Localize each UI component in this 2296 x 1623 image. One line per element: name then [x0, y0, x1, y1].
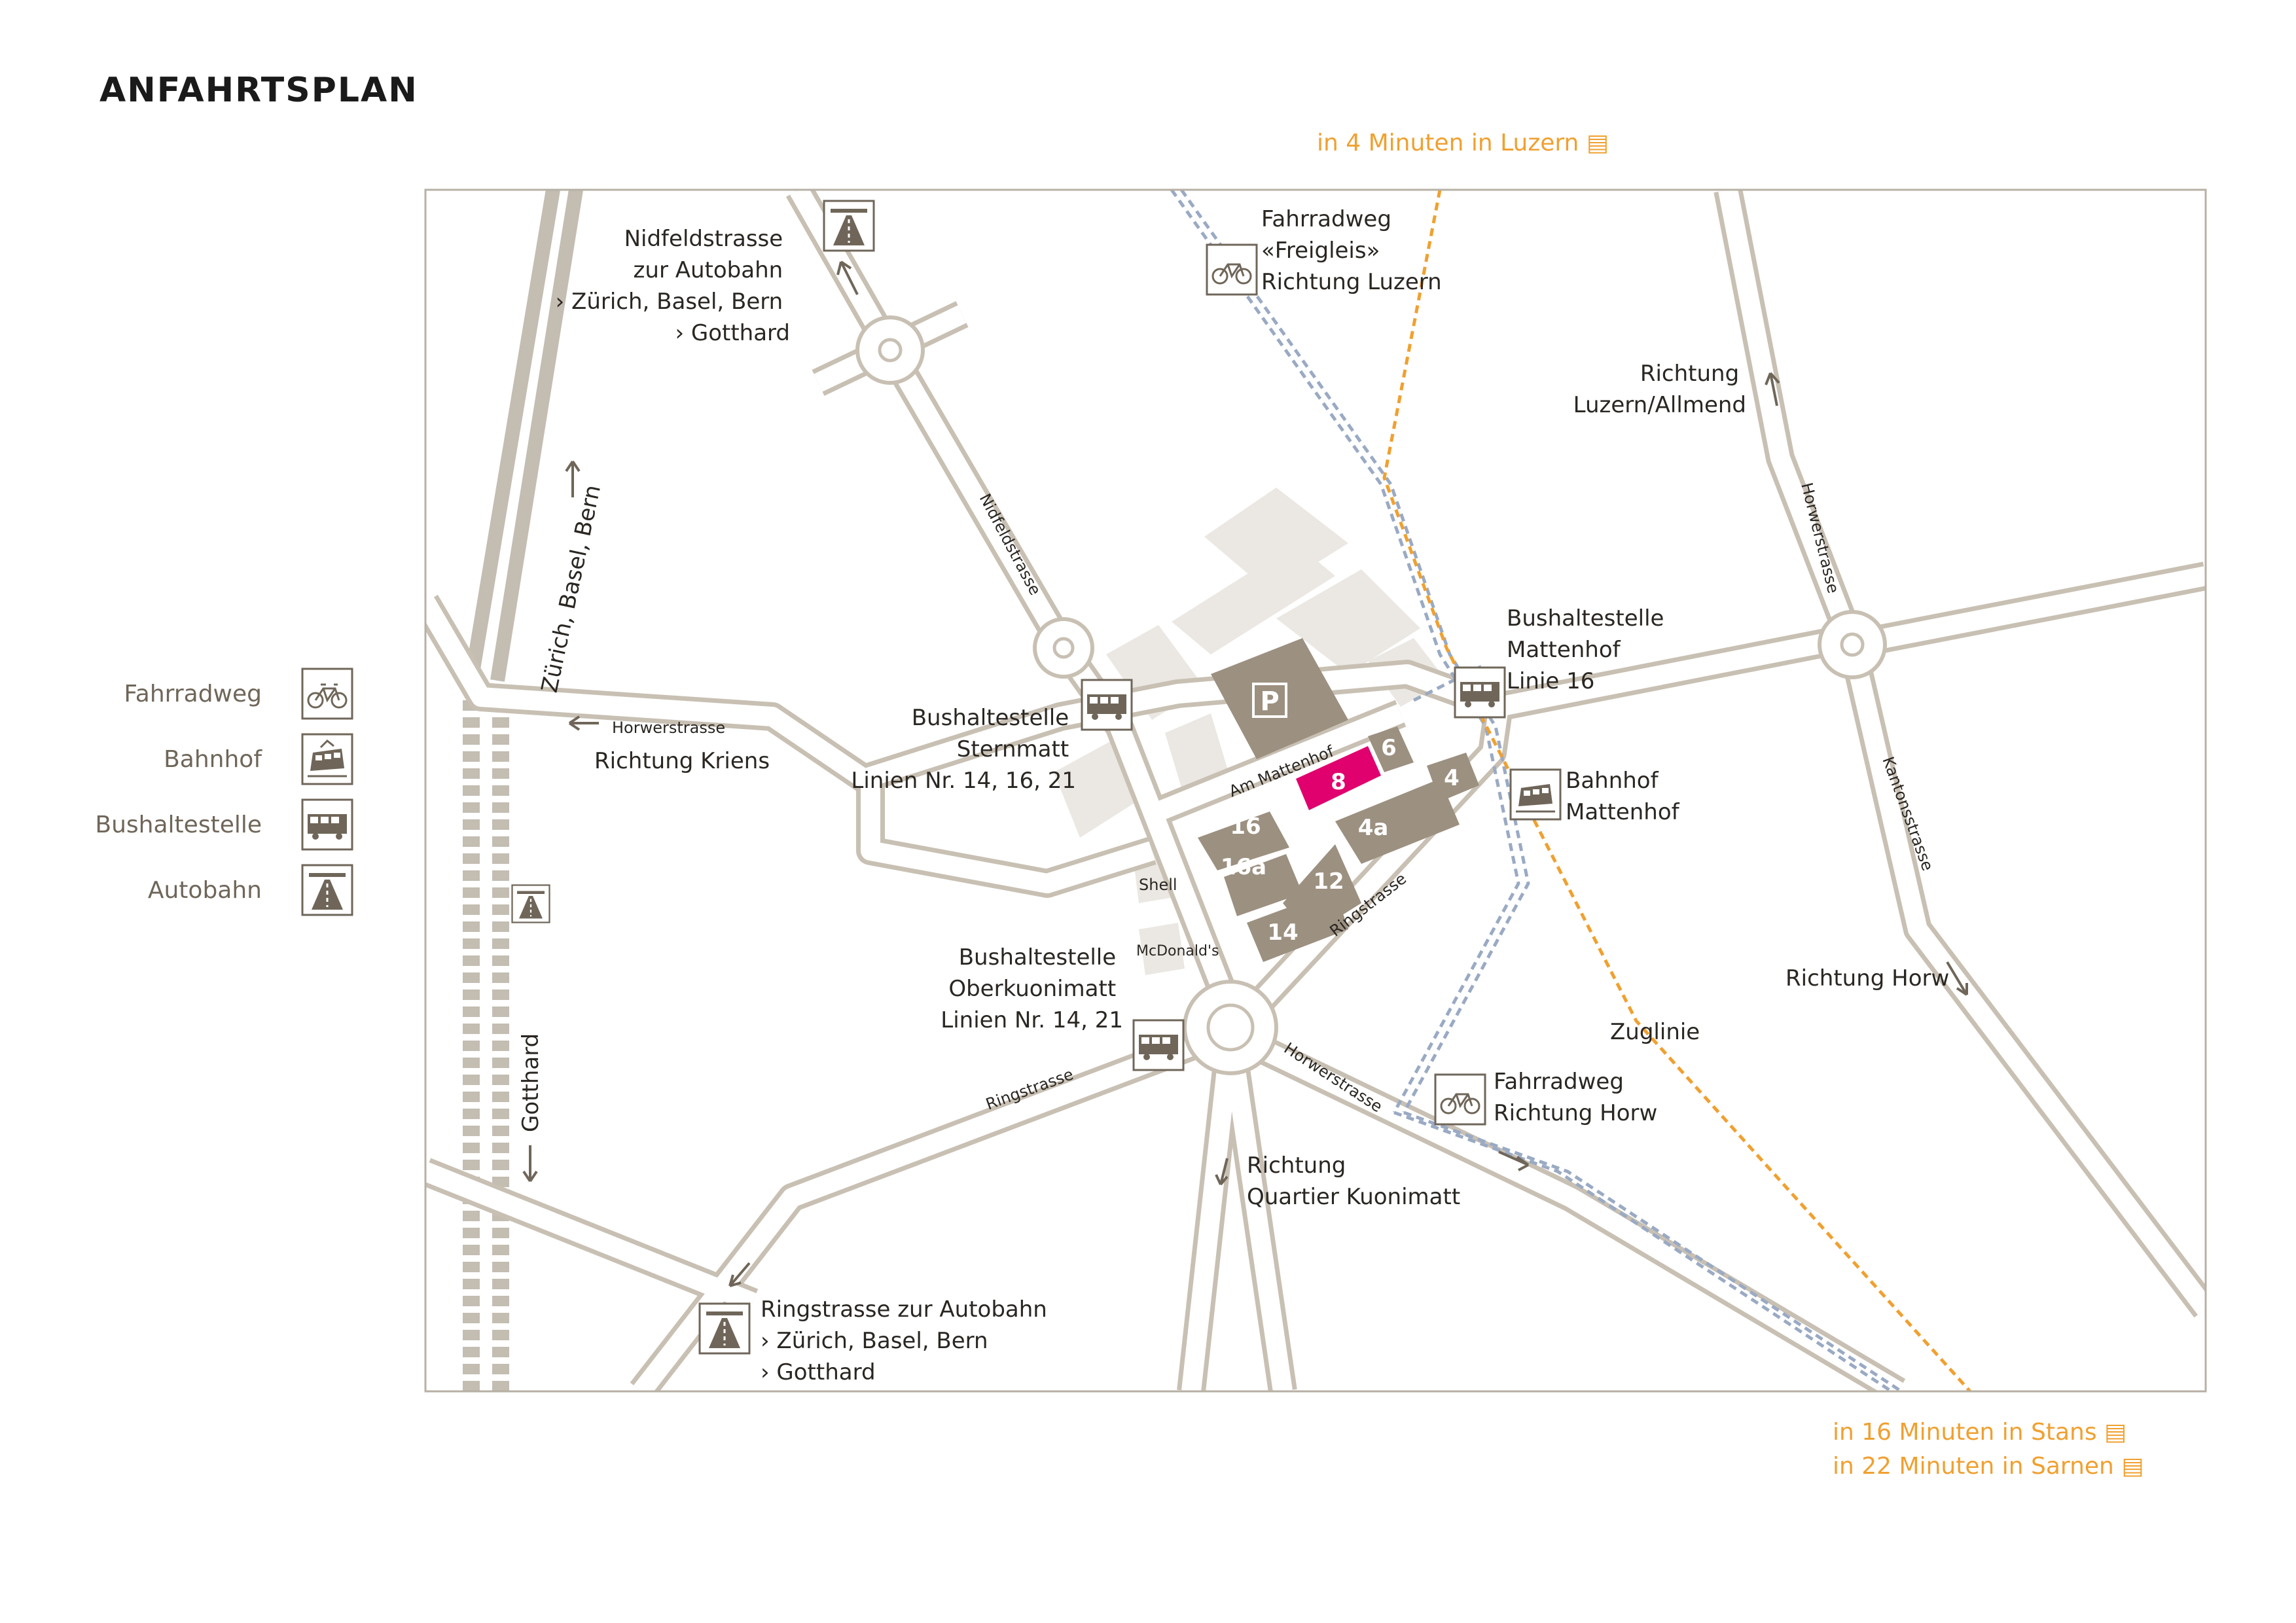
train-icon: [1509, 768, 1562, 821]
label-bus-oberkuonimatt: Bushaltestelle Oberkuonimatt Linien Nr. …: [941, 944, 1123, 1033]
bicycle-icon: [1206, 243, 1258, 296]
travel-time-sarnen-text: in 22 Minuten in Sarnen: [1833, 1453, 2114, 1480]
building-number: 16a: [1221, 854, 1266, 880]
bus-icon: [1454, 666, 1506, 719]
building-number: 16: [1230, 813, 1261, 840]
arrow-icon: [1215, 1158, 1229, 1186]
building-number: 12: [1313, 868, 1344, 895]
bus-icon: [1081, 679, 1133, 731]
travel-time-luzern: in 4 Minuten in Luzern ▤: [1317, 130, 1609, 156]
label-mcdonalds: McDonald's: [1136, 943, 1219, 959]
arrow-icon: [1946, 961, 1968, 996]
arrow-icon: [522, 1145, 538, 1183]
train-small-icon: ▤: [2121, 1453, 2144, 1480]
motorway-icon: [511, 884, 550, 923]
arrow-icon: [728, 1262, 751, 1287]
direction-arrows: [522, 260, 1968, 1287]
label-shell: Shell: [1139, 876, 1177, 894]
train-small-icon: ▤: [2104, 1419, 2127, 1446]
label-luzern-allmend: Richtung Luzern/Allmend: [1573, 361, 1746, 418]
motorway-icon: [301, 864, 353, 916]
label-quartier-kuonimatt: Richtung Quartier Kuonimatt: [1247, 1152, 1460, 1210]
legend-item-autobahn: Autobahn: [65, 864, 353, 919]
arrow-icon: [568, 715, 599, 731]
building-16: [1198, 812, 1289, 870]
arrow-icon: [565, 460, 581, 497]
label-ringstrasse-autobahn: Ringstrasse zur Autobahn › Zürich, Basel…: [761, 1296, 1054, 1385]
motorway-icon: [698, 1302, 751, 1355]
railway-tracks: [463, 190, 583, 1391]
building-number: 4a: [1358, 815, 1389, 841]
arrow-icon: [1498, 1150, 1530, 1171]
page-title: ANFAHRTSPLAN: [99, 71, 418, 110]
building-number: 4: [1444, 765, 1460, 791]
travel-time-stans: in 16 Minuten in Stans ▤: [1833, 1419, 2126, 1446]
travel-time-stans-text: in 16 Minuten in Stans: [1833, 1419, 2097, 1446]
label-richtung-horw: Richtung Horw: [1785, 965, 1949, 991]
building-number: 14: [1267, 919, 1298, 946]
building-number: 8: [1331, 769, 1346, 795]
legend-label: Bahnhof: [164, 746, 262, 773]
svg-text:P: P: [1260, 687, 1279, 717]
label-gotthard: Gotthard: [518, 1033, 544, 1132]
motorway-icon: [823, 200, 875, 252]
legend-label: Autobahn: [147, 877, 262, 904]
bicycle-icon: [301, 668, 353, 720]
building-6: [1368, 726, 1414, 772]
building-16a: [1224, 854, 1302, 916]
legend-label: Fahrradweg: [124, 681, 262, 707]
label-bus-mattenhof: Bushaltestelle Mattenhof Linie 16: [1507, 605, 1671, 694]
train-line: [1382, 190, 1971, 1391]
legend-item-bushaltestelle: Bushaltestelle: [65, 798, 353, 853]
building-4a: [1335, 779, 1460, 864]
building-8: [1296, 746, 1381, 810]
arrow-icon: [1765, 372, 1780, 406]
travel-time-sarnen: in 22 Minuten in Sarnen ▤: [1833, 1453, 2144, 1480]
label-bus-sternmatt: Bushaltestelle Sternmatt Linien Nr. 14, …: [851, 705, 1076, 794]
legend-label: Bushaltestelle: [95, 812, 262, 838]
street-horwerstrasse-west: Horwerstrasse: [612, 719, 725, 737]
label-zurich-basel-bern: Zürich, Basel, Bern: [537, 482, 606, 694]
bicycle-icon: [1434, 1073, 1486, 1126]
parking-building: [1211, 638, 1348, 759]
legend-item-fahrradweg: Fahrradweg: [65, 668, 353, 722]
roundabouts: [855, 315, 1887, 1075]
bus-icon: [301, 798, 353, 851]
label-bahnhof-mattenhof: Bahnhof Mattenhof: [1566, 768, 1680, 825]
bus-icon: [1132, 1019, 1185, 1071]
label-nidfeld-autobahn: Nidfeldstrasse zur Autobahn › Zürich, Ba…: [556, 226, 790, 346]
legend-item-bahnhof: Bahnhof: [65, 733, 353, 788]
label-freigleis: Fahrradweg «Freigleis» Richtung Luzern: [1261, 206, 1442, 295]
building-number: 6: [1381, 735, 1397, 761]
parking-icon: P: [1252, 683, 1287, 718]
label-zuglinie: Zuglinie: [1610, 1019, 1700, 1045]
label-richtung-kriens: Richtung Kriens: [594, 748, 770, 774]
arrow-icon: [836, 260, 859, 295]
campus-buildings: P: [1198, 638, 1479, 962]
map-frame: [424, 188, 2207, 1393]
label-fahrradweg-horw: Fahrradweg Richtung Horw: [1494, 1069, 1657, 1126]
building-14: [1247, 890, 1348, 962]
train-small-icon: ▤: [1586, 130, 1609, 156]
train-icon: [301, 733, 353, 785]
travel-time-luzern-text: in 4 Minuten in Luzern: [1317, 130, 1579, 156]
